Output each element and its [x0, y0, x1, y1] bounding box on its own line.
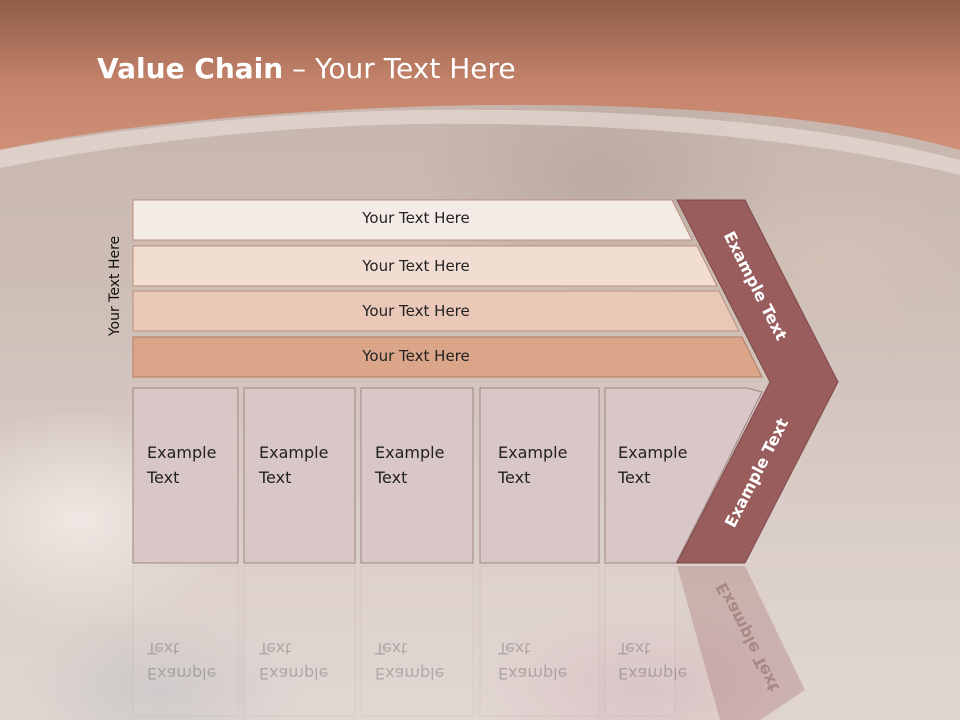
box-reflection-1-line2: Text [147, 639, 180, 658]
title-bold: Value Chain [97, 52, 284, 85]
chain-box-1 [132, 387, 239, 564]
box-reflection-5-line2: Text [618, 639, 651, 658]
box-reflection-5: Example Text [618, 636, 718, 686]
box-text-4-line1: Example [498, 443, 568, 462]
box-reflection-5-line1: Example [618, 664, 688, 683]
box-reflection-3-line2: Text [375, 639, 408, 658]
row-label-2: Your Text Here [362, 257, 470, 275]
box-reflection-3-line1: Example [375, 664, 445, 683]
box-reflection-4: Example Text [498, 636, 598, 686]
row-label-1: Your Text Here [362, 209, 470, 227]
row-label-3: Your Text Here [362, 302, 470, 320]
box-reflection-2-line2: Text [259, 639, 292, 658]
chain-row-2 [132, 245, 718, 287]
box-text-2-line1: Example [259, 443, 329, 462]
box-reflection-4-line1: Example [498, 664, 568, 683]
box-reflection-2: Example Text [259, 636, 359, 686]
box-text-3-line2: Text [375, 468, 408, 487]
chain-row-3 [132, 290, 740, 332]
title-rest: – Your Text Here [283, 52, 516, 85]
box-text-1-line1: Example [147, 443, 217, 462]
chain-box-3 [360, 387, 474, 564]
chain-row-1 [132, 199, 693, 241]
box-text-4-line2: Text [498, 468, 531, 487]
chain-chevron [676, 199, 839, 564]
box-text-1-line2: Text [147, 468, 180, 487]
chain-box-4 [479, 387, 600, 564]
box-text-5-line2: Text [618, 468, 651, 487]
row-label-4: Your Text Here [362, 347, 470, 365]
chain-box-5 [604, 387, 763, 564]
box-text-2-line2: Text [259, 468, 292, 487]
box-reflection-2-line1: Example [259, 664, 329, 683]
box-reflection-1-line1: Example [147, 664, 217, 683]
header-band [0, 0, 960, 175]
chain-row-4 [132, 336, 763, 378]
box-text-5-line1: Example [618, 443, 688, 462]
box-reflection-3: Example Text [375, 636, 475, 686]
box-reflection-4-line2: Text [498, 639, 531, 658]
box-text-3-line1: Example [375, 443, 445, 462]
page-title: Value Chain – Your Text Here [97, 52, 516, 85]
chain-box-2 [243, 387, 356, 564]
box-reflection-1: Example Text [147, 636, 247, 686]
